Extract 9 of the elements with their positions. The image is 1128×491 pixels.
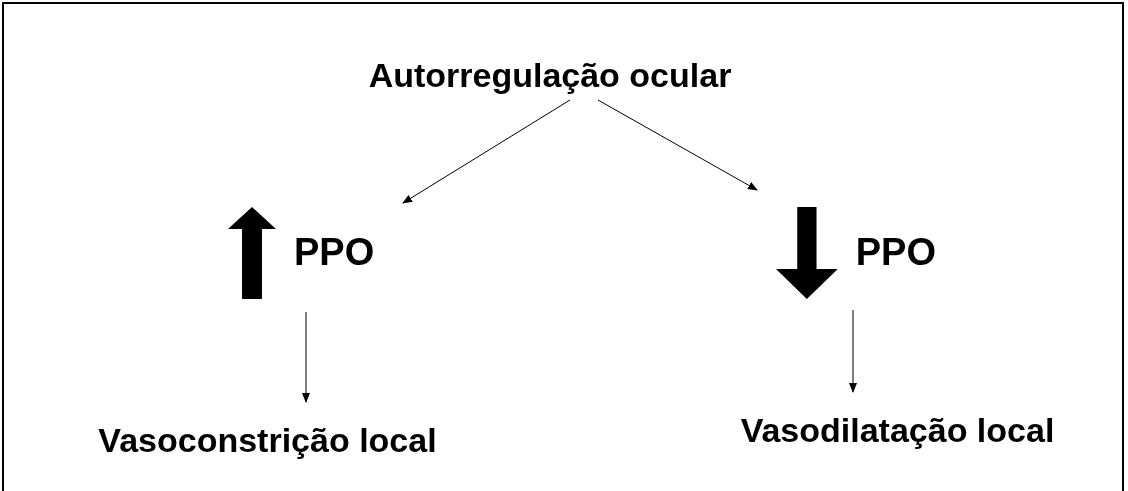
arrow xyxy=(849,309,857,393)
arrow xyxy=(597,99,758,191)
node-label: PPO xyxy=(294,231,375,274)
arrow xyxy=(402,99,571,204)
outcome-text: Vasodilatação local xyxy=(700,402,1095,458)
arrow xyxy=(302,311,310,403)
outcome-text: Vasoconstrição local xyxy=(65,412,470,468)
heading-text: Autorregulação ocular xyxy=(330,52,770,98)
node-label: PPO xyxy=(855,231,936,274)
